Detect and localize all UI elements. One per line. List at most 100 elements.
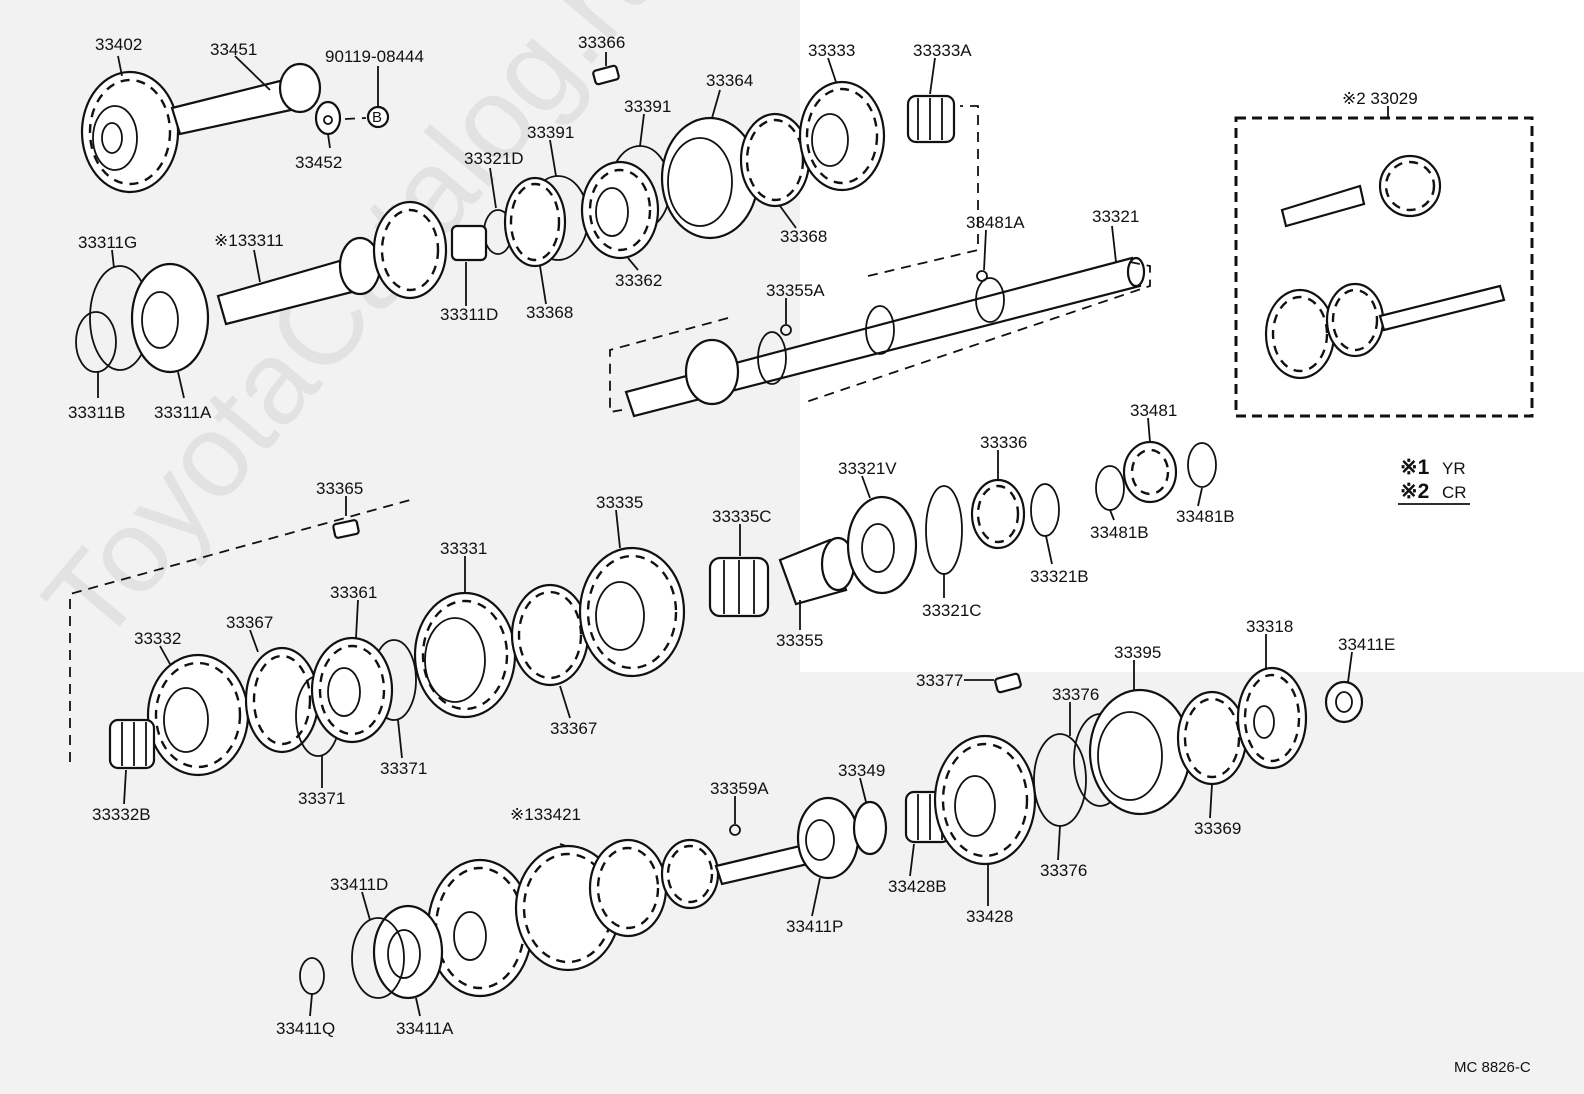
- leader: [309, 993, 313, 1017]
- dash-outline-shaft-top: [867, 105, 979, 277]
- part-label: 33366: [578, 33, 625, 52]
- leader: [253, 249, 261, 283]
- gear-33481: [1122, 440, 1178, 504]
- leader: [397, 719, 403, 759]
- part-label: 33321B: [1030, 567, 1089, 586]
- part-label: 33411A: [396, 1019, 454, 1038]
- part-label: 33411D: [330, 875, 388, 894]
- part-label: 33451: [210, 40, 257, 59]
- part-label: 33335C: [712, 507, 772, 526]
- leader: [1347, 651, 1353, 683]
- leader: [539, 265, 547, 305]
- leader: [929, 57, 936, 95]
- ball-33359a: [729, 824, 741, 836]
- part-label: 33355: [776, 631, 823, 650]
- leader: [711, 89, 721, 119]
- key-33377: [994, 672, 1022, 694]
- part-label: 33333: [808, 41, 855, 60]
- part-label: 33333A: [913, 41, 972, 60]
- leader: [615, 509, 621, 549]
- part-label: 33336: [980, 433, 1027, 452]
- bearing-33335c: [708, 556, 770, 618]
- bearing-33321v: [846, 495, 918, 595]
- leader: [811, 877, 821, 917]
- part-label: 33321C: [922, 601, 982, 620]
- dash-outline-middle-left: [69, 499, 411, 762]
- ref-circle-b: [366, 105, 390, 129]
- leader: [639, 113, 645, 147]
- leader: [159, 645, 171, 665]
- leader: [859, 777, 867, 803]
- part-label: 33364: [706, 71, 753, 90]
- part-label: 33367: [550, 719, 597, 738]
- dash-outline-shaft-left: [609, 317, 729, 414]
- leader: [117, 55, 123, 77]
- part-label-b: B: [372, 109, 382, 126]
- gear-33336: [970, 478, 1026, 550]
- part-label: 33331: [440, 539, 487, 558]
- leader: [861, 475, 871, 499]
- part-label: 33368: [780, 227, 827, 246]
- leader-b: [344, 117, 367, 120]
- leader: [249, 629, 259, 653]
- leader: [909, 843, 915, 877]
- snap-ring-33321b: [1030, 483, 1060, 537]
- part-label: 33365: [316, 479, 363, 498]
- gear-33333: [798, 80, 886, 192]
- part-label: 33349: [838, 761, 885, 780]
- sync-ring-33367-left: [244, 646, 320, 754]
- leader: [1197, 487, 1203, 507]
- part-label: 33332: [134, 629, 181, 648]
- snap-ring-33481b-right: [1187, 442, 1217, 488]
- assembly-upper-shaft: [1280, 154, 1442, 228]
- ball-33481a: [976, 270, 988, 282]
- part-label: 33376: [1052, 685, 1099, 704]
- assembly-box-33029: [1234, 116, 1534, 418]
- sync-ring-33368-right: [739, 112, 811, 208]
- ball-33355a: [780, 324, 792, 336]
- gear-33318: [1236, 666, 1308, 770]
- leader: [549, 139, 557, 177]
- leader: [559, 685, 571, 719]
- gear-33402: [80, 70, 180, 194]
- part-label: 33369: [1194, 819, 1241, 838]
- bearing-33332b: [108, 718, 156, 770]
- part-label: 33391: [624, 97, 671, 116]
- sleeve-33395: [1088, 688, 1192, 816]
- legend: ※1 YR ※2 CR: [1398, 456, 1470, 505]
- output-shaft-33321: [624, 256, 1146, 418]
- input-shaft-133311: [216, 200, 488, 326]
- part-label: 33402: [95, 35, 142, 54]
- gear-33332: [146, 653, 250, 777]
- leader: [177, 371, 185, 399]
- part-label: 33452: [295, 153, 342, 172]
- part-label: 33332B: [92, 805, 151, 824]
- leader: [1147, 417, 1151, 443]
- sync-ring-33368-left: [503, 176, 567, 268]
- part-label: 33377: [916, 671, 963, 690]
- legend-mark-1: ※1: [1400, 456, 1430, 479]
- part-label: 33335: [596, 493, 643, 512]
- part-label: 33395: [1114, 643, 1161, 662]
- part-label: 33359A: [710, 779, 769, 798]
- part-label: 33368: [526, 303, 573, 322]
- leader: [827, 57, 837, 83]
- nut-33411e: [1324, 680, 1364, 724]
- part-label: 33321D: [464, 149, 524, 168]
- diagram-code: MC 8826-C: [1454, 1059, 1531, 1076]
- leader: [1109, 509, 1115, 521]
- leader: [1111, 225, 1117, 263]
- part-label: 33481B: [1090, 523, 1149, 542]
- leader: [779, 205, 797, 229]
- sync-ring-33367-right: [510, 583, 590, 687]
- part-label: 33411E: [1338, 635, 1395, 654]
- part-label: 33321: [1092, 207, 1139, 226]
- leader: [1057, 825, 1061, 861]
- part-label: 90119-08444: [325, 47, 424, 66]
- leader: [355, 599, 359, 639]
- legend-text-2: CR: [1442, 483, 1467, 502]
- bearing-33411a: [372, 904, 444, 1000]
- part-label: 33311A: [154, 403, 212, 422]
- part-label: 33428B: [888, 877, 947, 896]
- leader: [1045, 535, 1053, 565]
